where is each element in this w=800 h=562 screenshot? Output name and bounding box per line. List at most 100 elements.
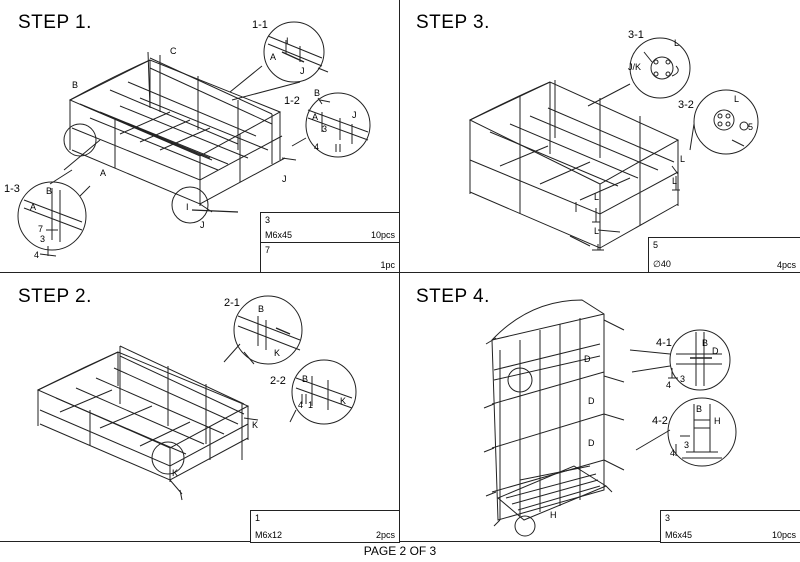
parts-box-step-2: 1 M6x12 2pcs: [250, 510, 400, 543]
assembly-drawings: 1-1 1-2 1-3 2-1 2-2 3-1 3-2 4-1 4-2 C B …: [4, 19, 759, 537]
parts-box-step-1: 3 M6x45 10pcs 7 1pc: [260, 212, 400, 273]
part-desc: M6x45: [665, 530, 693, 540]
divider-bottom: [0, 541, 800, 542]
callout-3: 3: [684, 440, 689, 450]
callout-1: 1: [308, 400, 313, 410]
callout-4: 4: [34, 250, 39, 260]
callout-d: D: [588, 396, 595, 406]
callout-j: J: [300, 66, 305, 76]
detail-2-2-label: 2-2: [270, 375, 286, 387]
callout-k: K: [252, 420, 258, 430]
detail-3-2-label: 3-2: [678, 99, 694, 111]
callout-d: D: [588, 438, 595, 448]
part-desc: M6x12: [255, 530, 283, 540]
step-4-shelf-illustration: [483, 299, 625, 537]
callout-4: 4: [298, 400, 303, 410]
callout-b: B: [314, 88, 320, 98]
callout-j: J: [352, 110, 357, 120]
detail-3-1-label: 3-1: [628, 29, 644, 41]
detail-4-2: [635, 397, 737, 467]
callout-b: B: [258, 304, 264, 314]
parts-row: 3 M6x45 10pcs: [661, 511, 800, 542]
step-3-frame-illustration: [468, 80, 680, 251]
callout-4: 4: [670, 448, 675, 458]
callout-b: B: [72, 80, 78, 90]
part-number: 3: [265, 215, 271, 225]
part-number: 3: [665, 513, 671, 523]
detail-4-1-label: 4-1: [656, 337, 672, 349]
callout-b: B: [696, 404, 702, 414]
callout-4: 4: [314, 142, 319, 152]
callout-l: L: [674, 38, 679, 48]
part-number: 7: [265, 245, 271, 255]
callout-b: B: [302, 374, 308, 384]
callout-d: D: [712, 346, 719, 356]
callout-h: H: [550, 510, 557, 520]
callout-k: K: [340, 396, 346, 406]
callout-j: J: [200, 220, 205, 230]
callout-l: L: [680, 154, 685, 164]
callout-l: L: [672, 176, 677, 186]
callout-c: C: [170, 46, 177, 56]
callout-h: H: [714, 416, 721, 426]
parts-row: 3 M6x45 10pcs: [261, 213, 399, 242]
callout-5: 5: [748, 122, 753, 132]
detail-1-3: [17, 169, 91, 257]
detail-1-2-label: 1-2: [284, 95, 300, 107]
callout-3: 3: [680, 374, 685, 384]
callout-a: A: [312, 112, 318, 122]
step-2-title: STEP 2.: [18, 286, 92, 307]
page-number: PAGE 2 OF 3: [363, 544, 437, 558]
part-qty: 10pcs: [370, 230, 395, 240]
parts-box-step-3: 5 ∅40 4pcs: [648, 237, 800, 273]
callout-4: 4: [666, 380, 671, 390]
callout-7: 7: [38, 224, 43, 234]
detail-1-3-label: 1-3: [4, 183, 20, 195]
detail-4-1: [629, 329, 731, 391]
detail-2-1: [223, 295, 303, 365]
detail-1-1-label: 1-1: [252, 19, 268, 31]
step-3-title: STEP 3.: [416, 12, 490, 33]
callout-j: J: [282, 174, 287, 184]
part-number: 5: [653, 240, 659, 250]
callout-l: L: [734, 94, 739, 104]
parts-row: 1 M6x12 2pcs: [251, 511, 399, 542]
part-desc: ∅40: [653, 259, 671, 269]
callout-l: L: [594, 192, 599, 202]
callout-i: I: [286, 36, 289, 46]
step-1-frame-illustration: [63, 51, 297, 224]
callout-a: A: [270, 52, 276, 62]
callout-i: I: [186, 202, 189, 212]
detail-3-2: [689, 89, 759, 155]
callout-d: D: [584, 354, 591, 364]
part-desc: M6x45: [265, 230, 293, 240]
part-qty: 10pcs: [771, 530, 796, 540]
callout-k: K: [274, 348, 280, 358]
detail-4-2-label: 4-2: [652, 415, 668, 427]
parts-box-step-4: 3 M6x45 10pcs: [660, 510, 800, 543]
callout-l: L: [594, 226, 599, 236]
callout-jk: J/K: [628, 62, 641, 72]
step-2-frame-illustration: [36, 345, 259, 501]
detail-2-1-label: 2-1: [224, 297, 240, 309]
detail-3-1: [587, 37, 691, 107]
callout-3: 3: [322, 124, 327, 134]
detail-2-2: [289, 359, 357, 425]
part-qty: 4pcs: [776, 260, 796, 270]
callout-b: B: [702, 338, 708, 348]
step-4-title: STEP 4.: [416, 286, 490, 307]
detail-1-2: [291, 92, 371, 158]
callout-k: K: [172, 468, 178, 478]
callout-a: A: [30, 202, 36, 212]
callout-3: 3: [40, 234, 45, 244]
part-qty: 1pc: [380, 260, 395, 270]
step-1-title: STEP 1.: [18, 12, 92, 33]
part-qty: 2pcs: [375, 530, 395, 540]
callout-b: B: [46, 186, 52, 196]
parts-row: 5 ∅40 4pcs: [649, 238, 800, 272]
callout-a: A: [100, 168, 106, 178]
part-number: 1: [255, 513, 261, 523]
parts-row: 7 1pc: [261, 242, 399, 272]
detail-1-1: [229, 21, 329, 101]
